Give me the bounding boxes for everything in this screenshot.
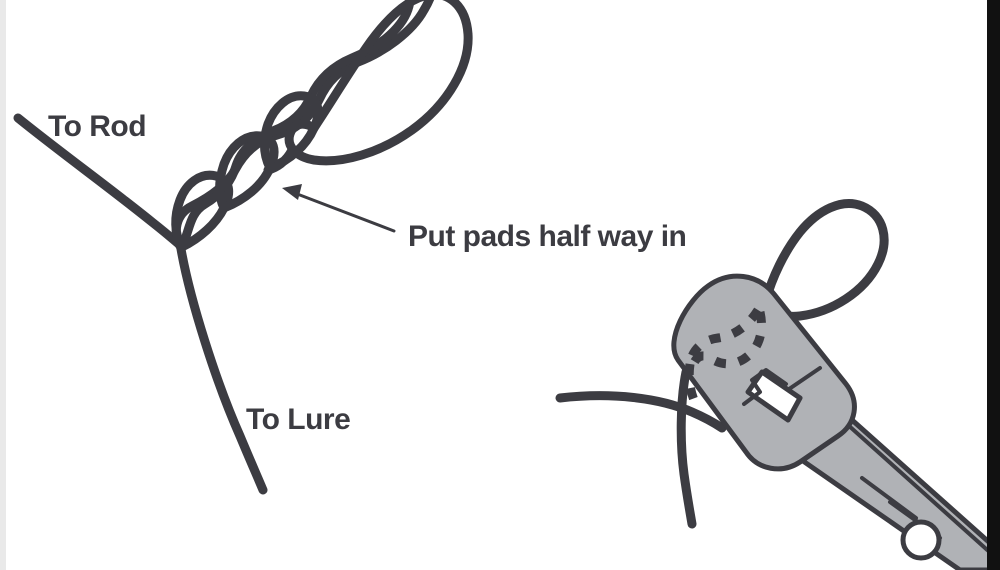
twist-knot-group — [13, 0, 473, 495]
twist-strand-over — [171, 0, 435, 253]
pad-clip-tool — [555, 199, 1000, 570]
callout-arrow — [282, 184, 396, 233]
loop-connector — [263, 145, 297, 175]
tool-notch-outline — [745, 369, 803, 423]
tool-line-down — [676, 367, 697, 529]
twist-crossing-3 — [259, 91, 323, 173]
to-rod-line — [13, 113, 186, 251]
put-pads-label: Put pads half way in — [408, 220, 686, 253]
twist-crossing-2 — [215, 131, 279, 213]
tool-line-loop — [761, 199, 889, 321]
knot-top-loop — [284, 0, 473, 166]
dashed-twist-lower — [687, 311, 766, 370]
pad-dashed-twist-pattern — [684, 307, 766, 402]
left-border-bar — [0, 0, 6, 570]
twist-crossing-1 — [171, 170, 234, 252]
to-lure-line — [176, 244, 268, 495]
right-border-bar — [987, 0, 1000, 570]
callout-arrow-head — [282, 184, 302, 200]
to-rod-label: To Rod — [48, 110, 146, 143]
callout-arrow-shaft — [290, 190, 396, 233]
tool-notch — [745, 369, 803, 423]
tool-notch-shoulder — [742, 368, 788, 406]
twist-strand-under — [176, 0, 415, 253]
dashed-twist-upper — [685, 307, 762, 365]
tool-hanging-hole — [900, 519, 942, 561]
dashed-twist-tail — [684, 363, 699, 402]
to-lure-label: To Lure — [246, 403, 350, 436]
tool-grip-mark-1 — [860, 476, 918, 520]
